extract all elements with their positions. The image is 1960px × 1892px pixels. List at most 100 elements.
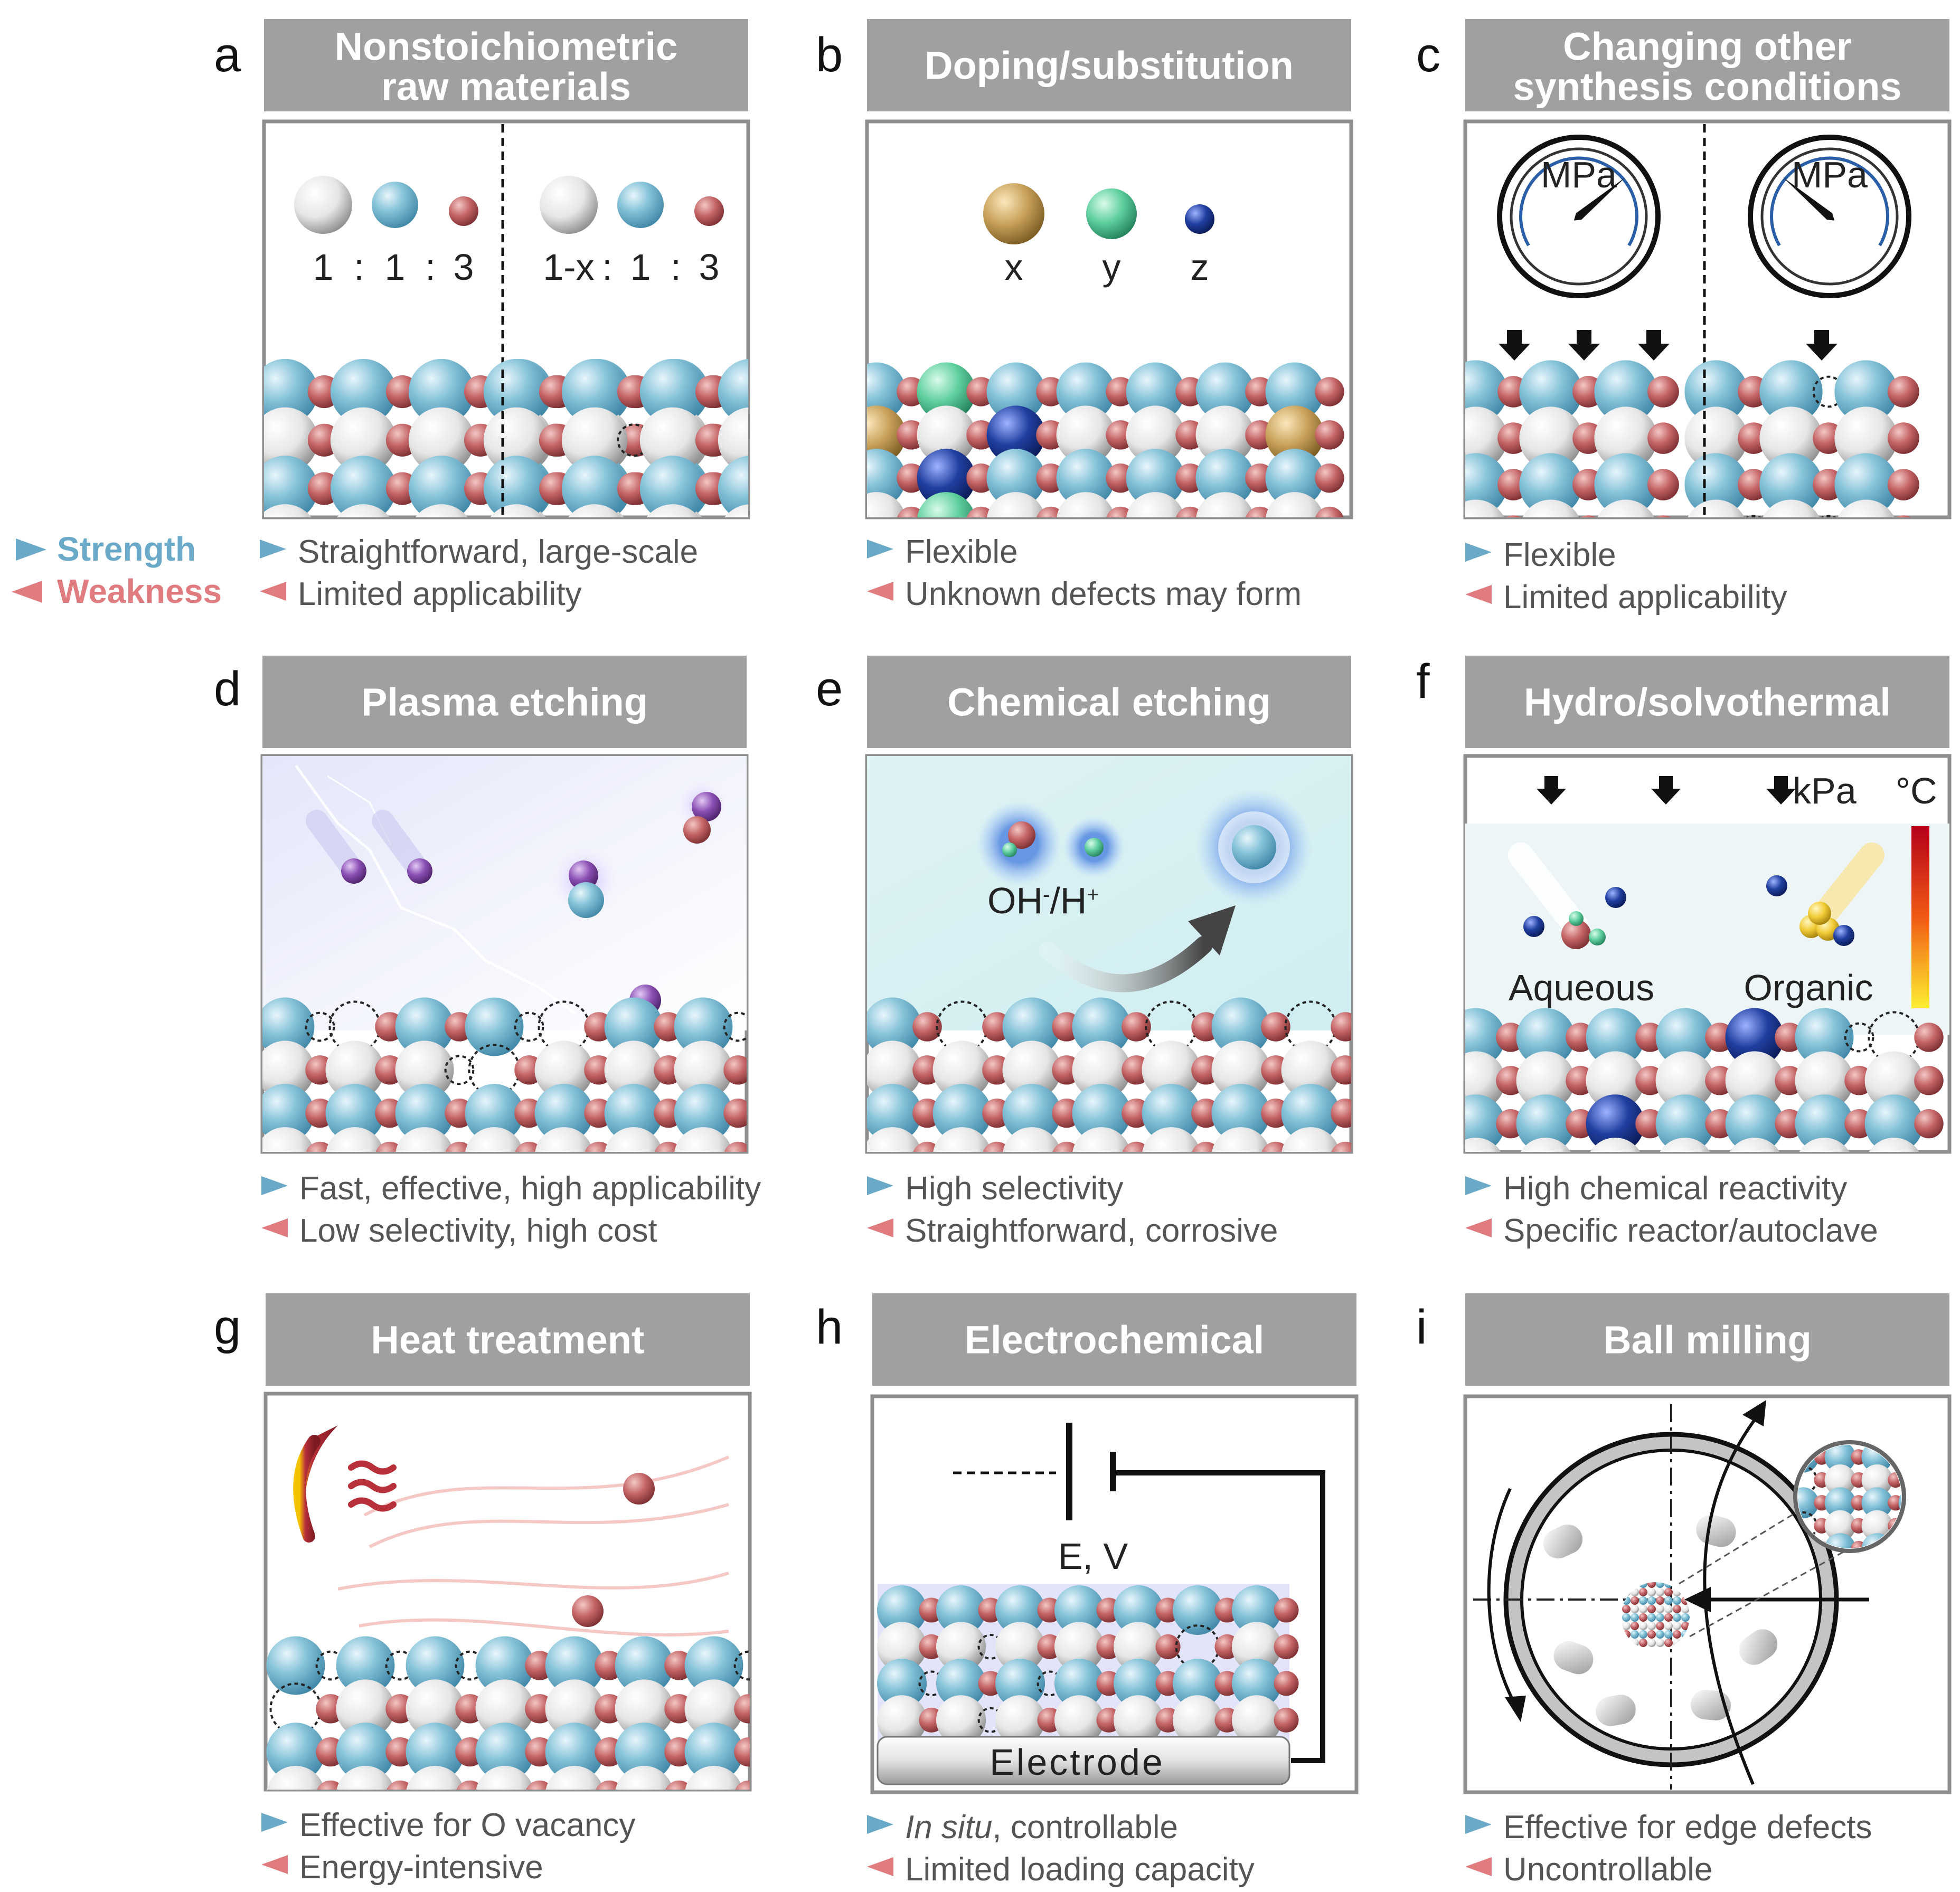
red-atom bbox=[1673, 1605, 1681, 1613]
white-atom bbox=[646, 504, 699, 517]
red-atom bbox=[1274, 1707, 1299, 1733]
white-atom bbox=[408, 407, 475, 473]
white-atom bbox=[1126, 405, 1185, 465]
red-atom bbox=[1647, 1605, 1656, 1613]
atomic-lattice bbox=[1684, 360, 1919, 517]
white-atom bbox=[1212, 1127, 1270, 1152]
white-atom bbox=[1142, 1040, 1201, 1100]
red-atom bbox=[1331, 1055, 1351, 1085]
panel-header bbox=[262, 656, 747, 748]
panel-header bbox=[867, 656, 1351, 748]
panel-header bbox=[1465, 1293, 1949, 1386]
blue-atom bbox=[639, 358, 706, 425]
white-atom bbox=[1655, 1051, 1714, 1110]
red-atom bbox=[1656, 1622, 1664, 1630]
white-atom bbox=[1057, 492, 1115, 517]
blue-atom bbox=[1231, 1658, 1282, 1708]
plasma-ion bbox=[569, 860, 598, 890]
temperature-unit: °C bbox=[1896, 770, 1937, 811]
blue-atom bbox=[408, 456, 475, 517]
blue-atom bbox=[406, 1636, 465, 1695]
red-atom bbox=[1888, 469, 1919, 500]
dopant-label-z: z bbox=[1191, 247, 1209, 288]
ion-label: OH-/H+ bbox=[987, 880, 1099, 921]
red-atom bbox=[724, 1141, 747, 1152]
gold-atom bbox=[1265, 405, 1324, 465]
blue-atom bbox=[604, 1084, 663, 1143]
blue-atom bbox=[1631, 1630, 1639, 1639]
red-atom bbox=[1639, 1613, 1647, 1622]
legend: Strength Weakness bbox=[12, 530, 222, 610]
blue-atom bbox=[475, 1723, 534, 1782]
blue-atom bbox=[266, 1636, 325, 1695]
ratio-left-3: : bbox=[425, 247, 435, 288]
white-atom bbox=[406, 1679, 465, 1738]
blue-atom bbox=[465, 1084, 524, 1143]
red-atom bbox=[1664, 1588, 1673, 1596]
blue-atom bbox=[475, 1636, 534, 1695]
etch-arrow-head bbox=[1188, 905, 1236, 956]
white-atom bbox=[326, 1127, 384, 1152]
blue-atom bbox=[395, 997, 454, 1056]
ratio-right-3: 3 bbox=[699, 247, 720, 288]
white-atom bbox=[932, 1040, 992, 1100]
heat-wave-icon bbox=[348, 1497, 397, 1512]
strength-triangle-icon bbox=[867, 540, 893, 559]
blue-atom bbox=[1126, 449, 1185, 508]
blue-atom bbox=[545, 1636, 604, 1695]
blue-atom bbox=[1594, 360, 1657, 423]
weakness-triangle-icon bbox=[1465, 1857, 1492, 1876]
red-atom bbox=[1888, 422, 1919, 454]
red-atom bbox=[449, 196, 478, 226]
red-atom bbox=[1315, 463, 1344, 493]
red-atom bbox=[1274, 1634, 1299, 1659]
panel-g-content bbox=[266, 1425, 750, 1790]
strength-triangle-icon bbox=[867, 1815, 893, 1834]
panel-title: Chemical etching bbox=[947, 680, 1271, 724]
strength-text: Straightforward, large-scale bbox=[298, 534, 698, 570]
blue-atom bbox=[1759, 360, 1823, 423]
panel-letter: i bbox=[1416, 1300, 1427, 1354]
red-atom bbox=[852, 569, 884, 602]
strength-text: High chemical reactivity bbox=[1503, 1170, 1847, 1207]
red-atom bbox=[1631, 1622, 1639, 1630]
red-atom bbox=[1914, 1109, 1944, 1139]
down-arrow-icon bbox=[1651, 776, 1681, 805]
red-atom bbox=[620, 569, 653, 602]
panel-title: Ball milling bbox=[1603, 1318, 1812, 1362]
blue-atom bbox=[877, 1658, 927, 1708]
red-atom bbox=[694, 196, 724, 226]
white-atom bbox=[1195, 405, 1255, 465]
red-atom bbox=[1647, 376, 1679, 408]
red-atom bbox=[1331, 1012, 1351, 1042]
voltage-label: E, V bbox=[1058, 1536, 1128, 1577]
white-atom bbox=[867, 492, 906, 517]
red-atom bbox=[1896, 515, 1911, 517]
weakness-triangle-icon bbox=[1465, 1218, 1492, 1237]
ratio-left-4: 3 bbox=[454, 247, 474, 288]
red-atom bbox=[699, 569, 731, 602]
blue-atom bbox=[1113, 1658, 1164, 1708]
atomic-lattice bbox=[483, 358, 884, 602]
white-atom bbox=[685, 1766, 743, 1790]
panel-title-line-1: Changing other bbox=[1563, 25, 1852, 69]
panel-letter: g bbox=[214, 1300, 241, 1354]
electrode-label: Electrode bbox=[990, 1742, 1165, 1783]
strength-text: In situ, controllable bbox=[905, 1809, 1178, 1846]
blue-atom bbox=[1664, 1630, 1673, 1639]
blue-atom bbox=[325, 1084, 384, 1143]
white-atom bbox=[1522, 499, 1579, 517]
white-atom bbox=[877, 1695, 927, 1745]
white-atom bbox=[1465, 1138, 1501, 1152]
red-atom bbox=[699, 521, 731, 553]
legend-weakness: Weakness bbox=[57, 572, 222, 610]
white-atom bbox=[1795, 1051, 1854, 1110]
blue-atom bbox=[395, 1084, 454, 1143]
blue-atom bbox=[867, 997, 922, 1056]
navy-atom bbox=[986, 405, 1045, 465]
